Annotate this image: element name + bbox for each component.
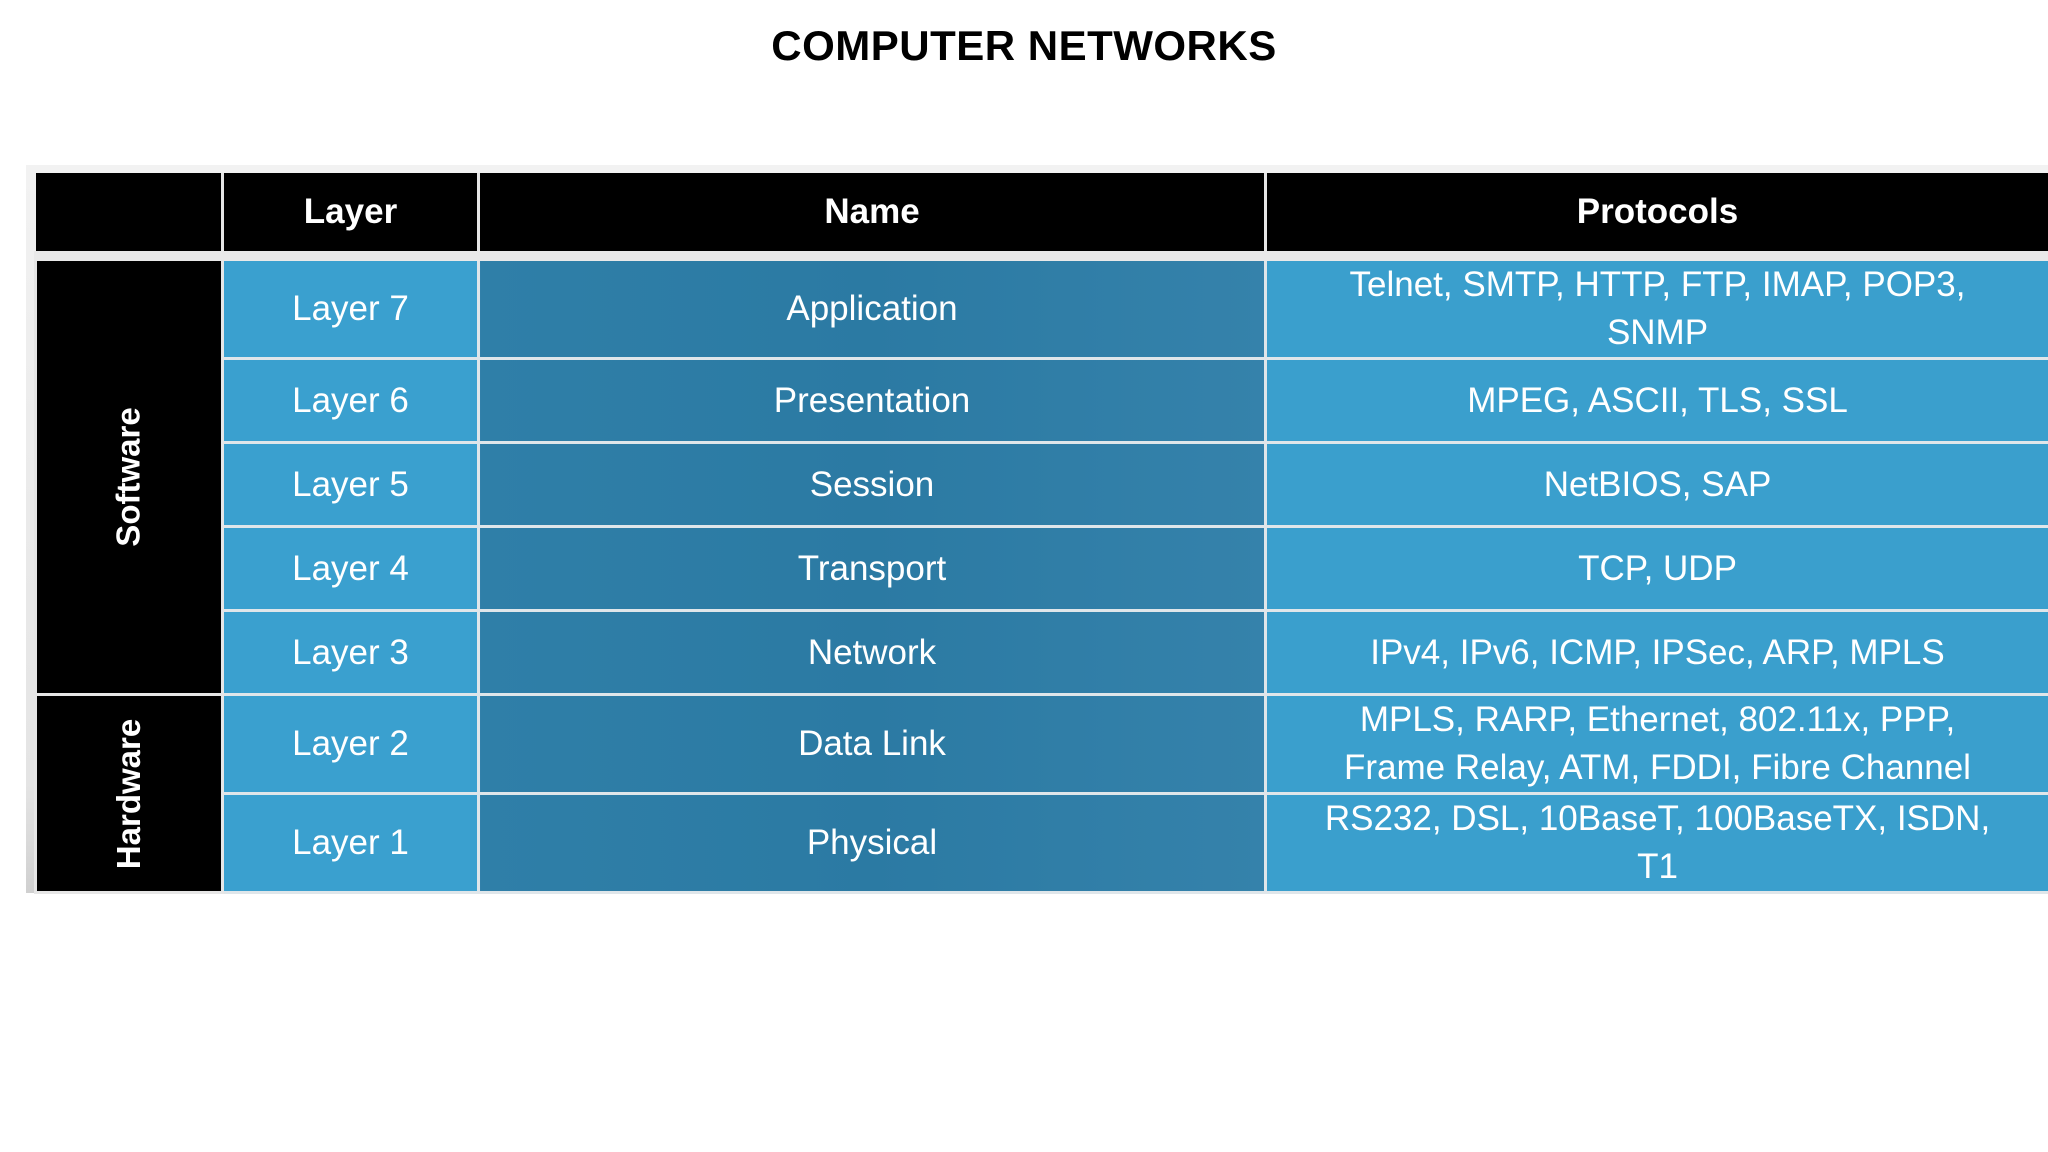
name-cell: Session (477, 441, 1267, 528)
name-cell: Application (477, 254, 1267, 360)
protocols-text: TCP, UDP (1578, 548, 1737, 588)
osi-layer-table: Layer Name Protocols Software Layer 7 Ap… (34, 173, 2048, 894)
protocols-cell: IPv4, IPv6, ICMP, IPSec, ARP, MPLS (1264, 609, 2048, 696)
group-software: Software (34, 254, 224, 696)
layer-cell: Layer 3 (221, 609, 480, 696)
table-row: Software Layer 7 Application Telnet, SMT… (34, 254, 2048, 696)
layer-cell: Layer 5 (221, 441, 480, 528)
name-cell: Physical (477, 792, 1267, 894)
protocols-text: IPv4, IPv6, ICMP, IPSec, ARP, MPLS (1370, 632, 1945, 672)
layer-cell: Layer 1 (221, 792, 480, 894)
protocols-text: RS232, DSL, 10BaseT, 100BaseTX, ISDN, T1 (1324, 799, 1991, 886)
layer-cell: Layer 4 (221, 525, 480, 612)
protocols-text: MPEG, ASCII, TLS, SSL (1467, 380, 1848, 420)
layer-cell: Layer 6 (221, 357, 480, 444)
layer-cell: Layer 2 (221, 693, 480, 795)
header-protocols: Protocols (1264, 173, 2048, 261)
group-software-label: Software (110, 407, 147, 547)
name-cell: Transport (477, 525, 1267, 612)
page-title: COMPUTER NETWORKS (771, 22, 1277, 69)
protocols-cell: Telnet, SMTP, HTTP, FTP, IMAP, POP3, SNM… (1264, 254, 2048, 360)
table-row: Layer 1 Physical RS232, DSL, 10BaseT, 10… (36, 792, 2048, 894)
protocols-cell: TCP, UDP (1264, 525, 2048, 612)
table-row: Layer 5 Session NetBIOS, SAP (36, 441, 2048, 528)
table-row: Hardware Layer 2 Data Link MPLS, RARP, E… (34, 693, 2048, 894)
protocols-text: MPLS, RARP, Ethernet, 802.11x, PPP, Fram… (1344, 700, 1971, 787)
layer-cell: Layer 7 (221, 254, 480, 360)
group-hardware-label: Hardware (110, 718, 147, 869)
name-cell: Presentation (477, 357, 1267, 444)
name-cell: Data Link (477, 693, 1267, 795)
protocols-cell: MPLS, RARP, Ethernet, 802.11x, PPP, Fram… (1264, 693, 2048, 795)
protocols-cell: NetBIOS, SAP (1264, 441, 2048, 528)
header-layer: Layer (221, 173, 480, 261)
table-row: Layer 3 Network IPv4, IPv6, ICMP, IPSec,… (36, 609, 2048, 696)
group-hardware: Hardware (34, 693, 224, 894)
protocols-text: Telnet, SMTP, HTTP, FTP, IMAP, POP3, SNM… (1349, 265, 1966, 352)
header-name: Name (477, 173, 1267, 261)
table-header-row: Layer Name Protocols (35, 173, 2048, 261)
name-cell: Network (477, 609, 1267, 696)
protocols-cell: MPEG, ASCII, TLS, SSL (1264, 357, 2048, 444)
header-corner (35, 173, 224, 261)
osi-table-panel: Layer Name Protocols Software Layer 7 Ap… (26, 165, 2048, 894)
protocols-text: NetBIOS, SAP (1543, 464, 1772, 504)
table-row: Layer 6 Presentation MPEG, ASCII, TLS, S… (36, 357, 2048, 444)
table-row: Layer 4 Transport TCP, UDP (36, 525, 2048, 612)
protocols-cell: RS232, DSL, 10BaseT, 100BaseTX, ISDN, T1 (1264, 792, 2048, 894)
